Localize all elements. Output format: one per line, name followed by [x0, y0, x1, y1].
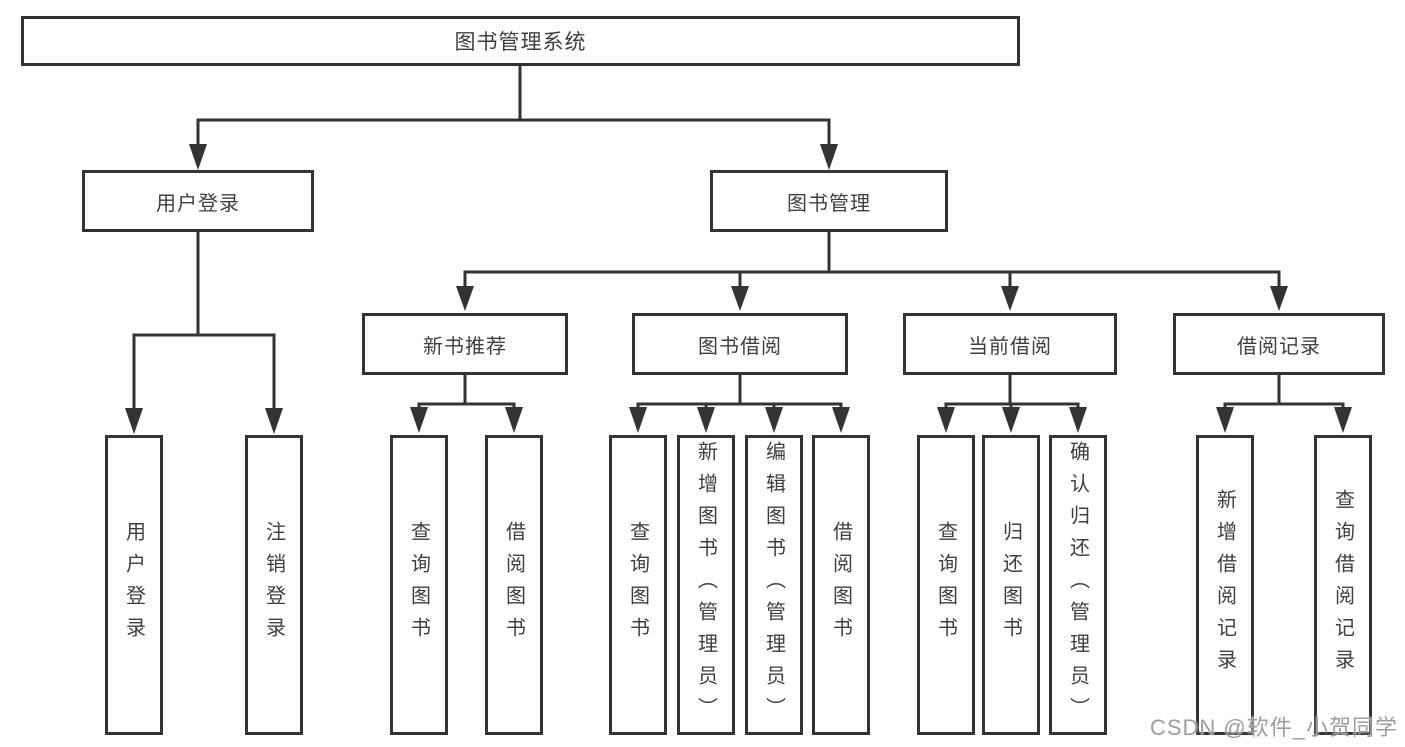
- csdn-watermark: CSDN @软件_小贺同学: [1149, 715, 1398, 740]
- node-book-management: 图书管理: [710, 170, 948, 232]
- leaf-logout: 注销登录: [245, 435, 303, 735]
- leaf-current-return-books: 归还图书: [982, 435, 1040, 735]
- connector-bookmgmt-to-level3: [456, 232, 1288, 311]
- node-user-login: 用户登录: [82, 170, 314, 232]
- connector-borrowing-to-leaves: [629, 375, 850, 433]
- leaf-user-login: 用户登录: [105, 435, 163, 735]
- leaf-borrowing-borrow-books: 借阅图书: [812, 435, 870, 735]
- node-borrow-records: 借阅记录: [1173, 313, 1385, 375]
- connector-userlogin-to-leaves: [125, 232, 283, 434]
- leaf-borrowing-edit-books-admin: 编辑图书（管理员）: [745, 435, 803, 735]
- node-root-system: 图书管理系统: [21, 16, 1020, 66]
- leaf-borrowing-add-books-admin: 新增图书（管理员）: [677, 435, 735, 735]
- connector-records-to-leaves: [1216, 375, 1352, 433]
- connector-newrec-to-leaves: [410, 375, 523, 433]
- leaf-records-query-borrow-record: 查询借阅记录: [1314, 435, 1372, 735]
- connector-current-to-leaves: [937, 375, 1087, 433]
- leaf-current-query-books: 查询图书: [917, 435, 975, 735]
- node-book-borrowing: 图书借阅: [632, 313, 848, 375]
- connector-root-to-level2: [189, 65, 838, 170]
- leaf-current-confirm-return-admin: 确认归还（管理员）: [1049, 435, 1107, 735]
- leaf-recommend-borrow-books: 借阅图书: [485, 435, 543, 735]
- node-new-book-recommend: 新书推荐: [362, 313, 568, 375]
- leaf-records-add-borrow-record: 新增借阅记录: [1196, 435, 1254, 735]
- leaf-borrowing-query-books: 查询图书: [609, 435, 667, 735]
- node-current-borrowing: 当前借阅: [903, 313, 1117, 375]
- leaf-recommend-query-books: 查询图书: [390, 435, 448, 735]
